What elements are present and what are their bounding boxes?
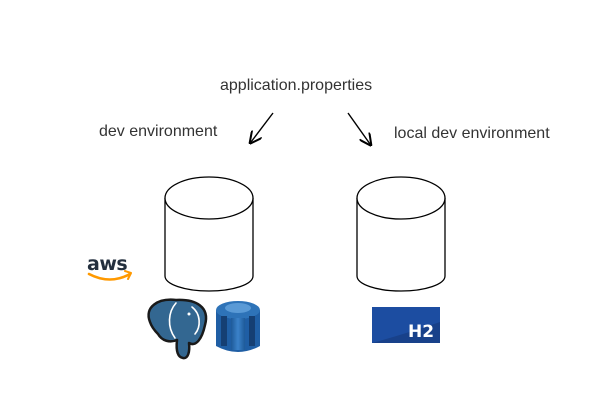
h2-logo-icon: H2 [372, 307, 440, 343]
config-file-label: application.properties [220, 77, 373, 94]
aws-logo-icon: aws [87, 253, 132, 281]
dev-database-cylinder [164, 176, 254, 292]
amazon-rds-icon [216, 301, 260, 352]
arrow-to-dev [251, 112, 274, 142]
dev-environment-label: dev environment [99, 123, 218, 140]
local-dev-environment-label: local dev environment [394, 125, 550, 142]
svg-text:H2: H2 [408, 322, 434, 342]
local-database-cylinder [356, 176, 446, 292]
svg-text:aws: aws [87, 253, 127, 275]
arrow-to-local [347, 112, 370, 144]
postgresql-icon [147, 298, 208, 360]
